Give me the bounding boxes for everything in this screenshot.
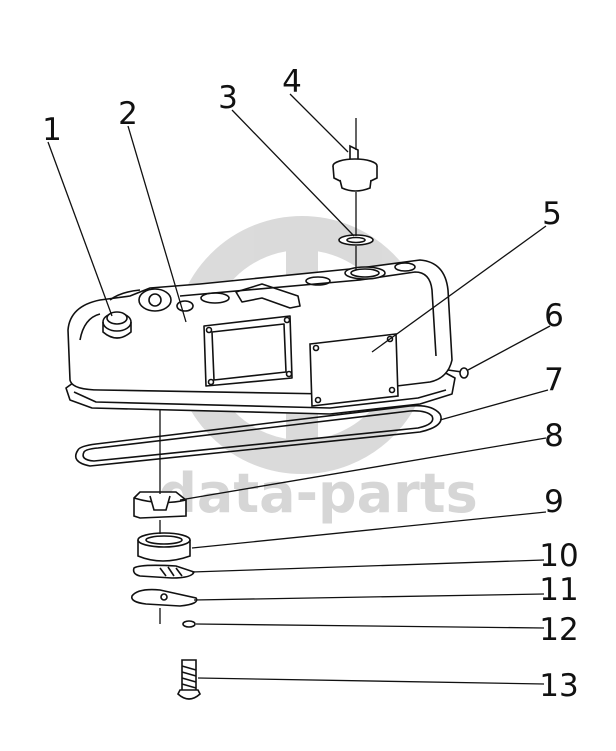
callout-5: 5 [542, 196, 562, 232]
washer [132, 564, 196, 579]
callout-leaders [47, 93, 551, 685]
name-plate [309, 333, 399, 407]
callout-10: 10 [539, 538, 578, 574]
cover-gasket [74, 404, 442, 467]
callout-11: 11 [539, 572, 578, 608]
callout-1: 1 [42, 112, 62, 148]
callout-8: 8 [544, 418, 564, 454]
callout-numbers: 1 2 3 4 5 6 7 8 9 10 11 12 13 [42, 64, 579, 704]
callout-4: 4 [282, 64, 302, 100]
plate-washer [130, 588, 198, 607]
callout-2: 2 [118, 96, 138, 132]
callout-9: 9 [544, 484, 564, 520]
callout-3: 3 [218, 80, 238, 116]
rivet [447, 367, 469, 379]
sealing-ring [338, 234, 374, 246]
callout-13: 13 [539, 668, 578, 704]
sleeve [137, 532, 191, 562]
callout-12: 12 [539, 612, 578, 648]
spring-washer [182, 620, 196, 628]
callout-7: 7 [544, 362, 564, 398]
rubber-bushing [133, 491, 187, 519]
filler-cap [332, 144, 378, 192]
callout-6: 6 [544, 298, 564, 334]
bolt [177, 659, 201, 700]
assembly-center-lines [159, 118, 357, 624]
watermark-text: data-parts [158, 462, 477, 525]
